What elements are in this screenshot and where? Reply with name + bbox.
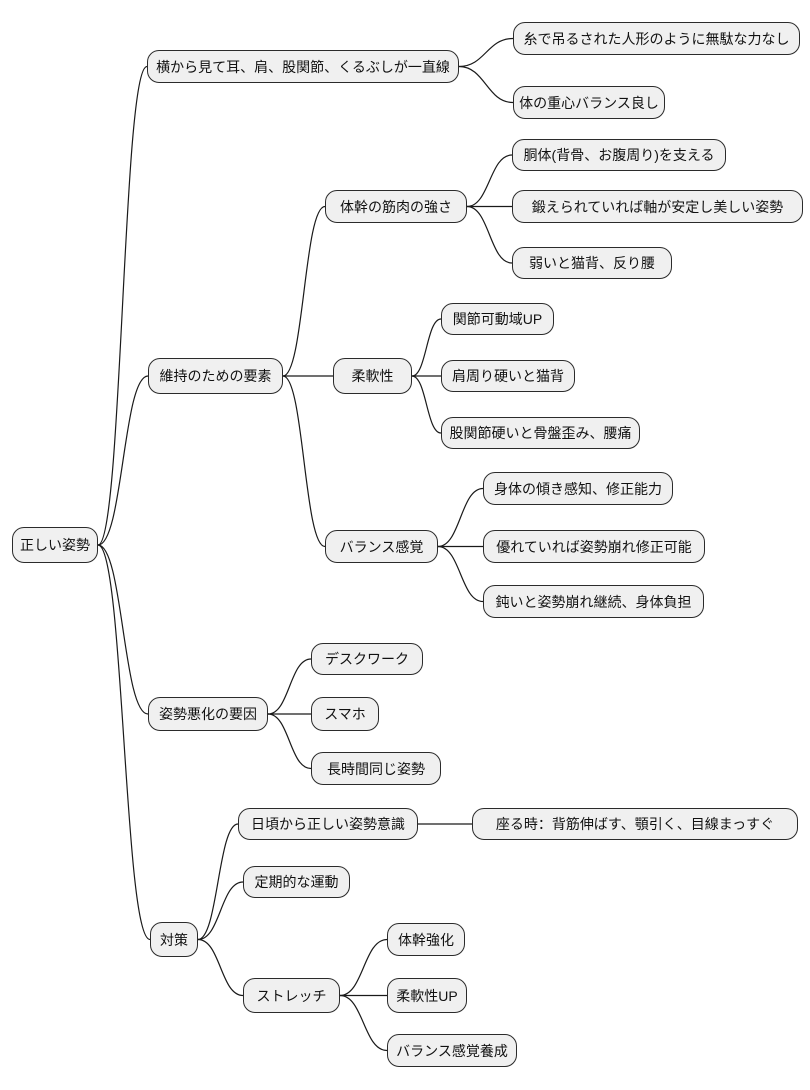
node-puppet: 糸で吊るされた人形のように無駄な力なし <box>513 22 800 55</box>
node-sitting-tips: 座る時：背筋伸ばす、顎引く、目線まっすぐ <box>472 808 798 840</box>
node-superior-correct: 優れていれば姿勢崩れ修正可能 <box>483 530 705 563</box>
edge-core-strength-weak-slouch <box>466 205 513 264</box>
edge-alignment-puppet <box>458 37 514 68</box>
edge-worsening-factors-deskwork <box>267 658 312 715</box>
node-flexibility: 柔軟性 <box>333 358 412 394</box>
node-worsening-factors: 姿勢悪化の要因 <box>148 697 268 731</box>
edge-balance-sense-dull-burden <box>437 545 484 603</box>
node-core-strengthen: 体幹強化 <box>387 923 465 956</box>
node-flexibility-up: 柔軟性UP <box>387 978 467 1013</box>
edge-measures-daily-awareness <box>197 823 239 941</box>
edge-maintain-elements-core-strength <box>282 205 326 377</box>
node-balance-sense: バランス感覚 <box>325 530 438 563</box>
edge-root-alignment <box>97 65 148 546</box>
edge-worsening-factors-long-same-posture <box>267 713 312 770</box>
node-deskwork: デスクワーク <box>311 643 423 675</box>
node-balance-training: バランス感覚養成 <box>387 1034 517 1067</box>
node-core-strength: 体幹の筋肉の強さ <box>325 190 467 223</box>
node-alignment: 横から見て耳、肩、股関節、くるぶしが一直線 <box>147 50 459 83</box>
node-stretching: ストレッチ <box>243 978 340 1013</box>
node-smartphone: スマホ <box>311 697 379 731</box>
node-center-balance: 体の重心バランス良し <box>513 86 665 119</box>
edge-stretching-core-strengthen <box>339 938 388 997</box>
edge-balance-sense-tilt-detect <box>437 487 484 548</box>
node-shoulder-stiff: 肩周り硬いと猫背 <box>441 360 575 392</box>
node-weak-slouch: 弱いと猫背、反り腰 <box>512 247 672 279</box>
node-long-same-posture: 長時間同じ姿勢 <box>311 752 441 785</box>
edge-core-strength-torso-support <box>466 154 513 208</box>
edge-flexibility-joint-range <box>411 318 442 377</box>
edge-maintain-elements-balance-sense <box>282 375 326 548</box>
edge-root-worsening-factors <box>97 544 149 715</box>
edge-root-measures <box>97 544 151 941</box>
node-torso-support: 胴体(背骨、お腹周り)を支える <box>512 139 726 171</box>
edge-measures-stretching <box>197 938 244 997</box>
node-root: 正しい姿勢 <box>12 527 98 563</box>
edge-flexibility-hip-stiff <box>411 375 442 434</box>
node-maintain-elements: 維持のための要素 <box>148 358 283 394</box>
node-measures: 対策 <box>150 922 198 957</box>
node-daily-awareness: 日頃から正しい姿勢意識 <box>238 808 418 840</box>
edge-root-maintain-elements <box>97 375 149 546</box>
edge-stretching-balance-training <box>339 994 388 1052</box>
node-hip-stiff: 股関節硬いと骨盤歪み、腰痛 <box>441 417 640 449</box>
node-trained-axis: 鍛えられていれば軸が安定し美しい姿勢 <box>512 190 803 223</box>
node-dull-burden: 鈍いと姿勢崩れ継続、身体負担 <box>483 585 704 618</box>
edge-measures-regular-exercise <box>197 881 244 941</box>
node-regular-exercise: 定期的な運動 <box>243 866 350 898</box>
node-tilt-detect: 身体の傾き感知、修正能力 <box>483 472 673 505</box>
node-joint-range: 関節可動域UP <box>441 303 554 335</box>
edge-alignment-center-balance <box>458 65 514 104</box>
